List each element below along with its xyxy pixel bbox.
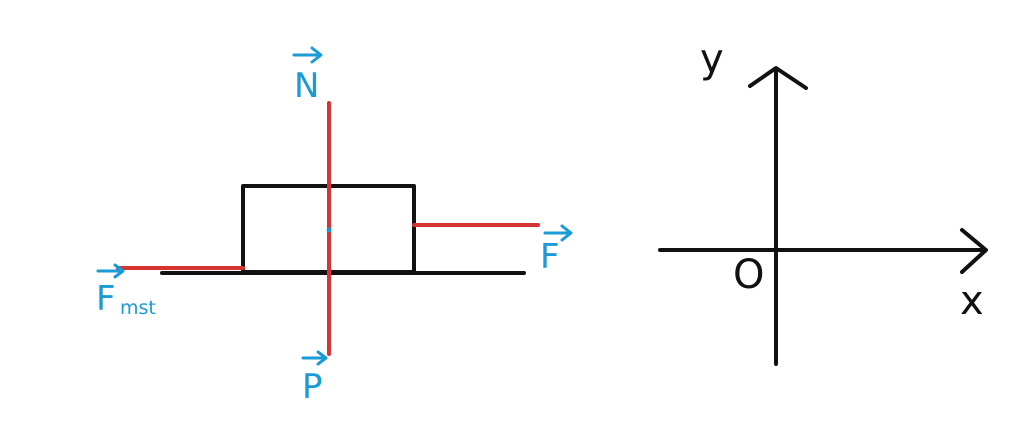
normal-force-symbol: N xyxy=(294,66,319,106)
vector-arrow-icon xyxy=(301,350,328,366)
weight-force-label: P xyxy=(301,350,328,407)
x-axis-arrowhead-icon xyxy=(960,228,988,274)
friction-force-label: F mst xyxy=(96,263,156,319)
origin-label: O xyxy=(733,252,764,298)
applied-force-label: F xyxy=(540,224,573,277)
y-axis-arrowhead-icon xyxy=(748,66,808,90)
normal-force-label: N xyxy=(292,46,323,106)
vector-arrow-icon xyxy=(96,263,125,279)
y-axis-label: y xyxy=(700,36,724,82)
vector-arrow-icon xyxy=(543,224,573,242)
center-of-mass-dot xyxy=(326,227,332,233)
friction-force-symbol: F xyxy=(96,279,116,319)
weight-force-symbol: P xyxy=(302,367,323,407)
applied-force-symbol: F xyxy=(540,237,560,277)
vector-arrow-icon xyxy=(292,46,323,64)
coordinate-axes: y x O xyxy=(658,36,988,366)
x-axis-label: x xyxy=(960,278,984,324)
friction-force-subscript: mst xyxy=(120,297,156,319)
